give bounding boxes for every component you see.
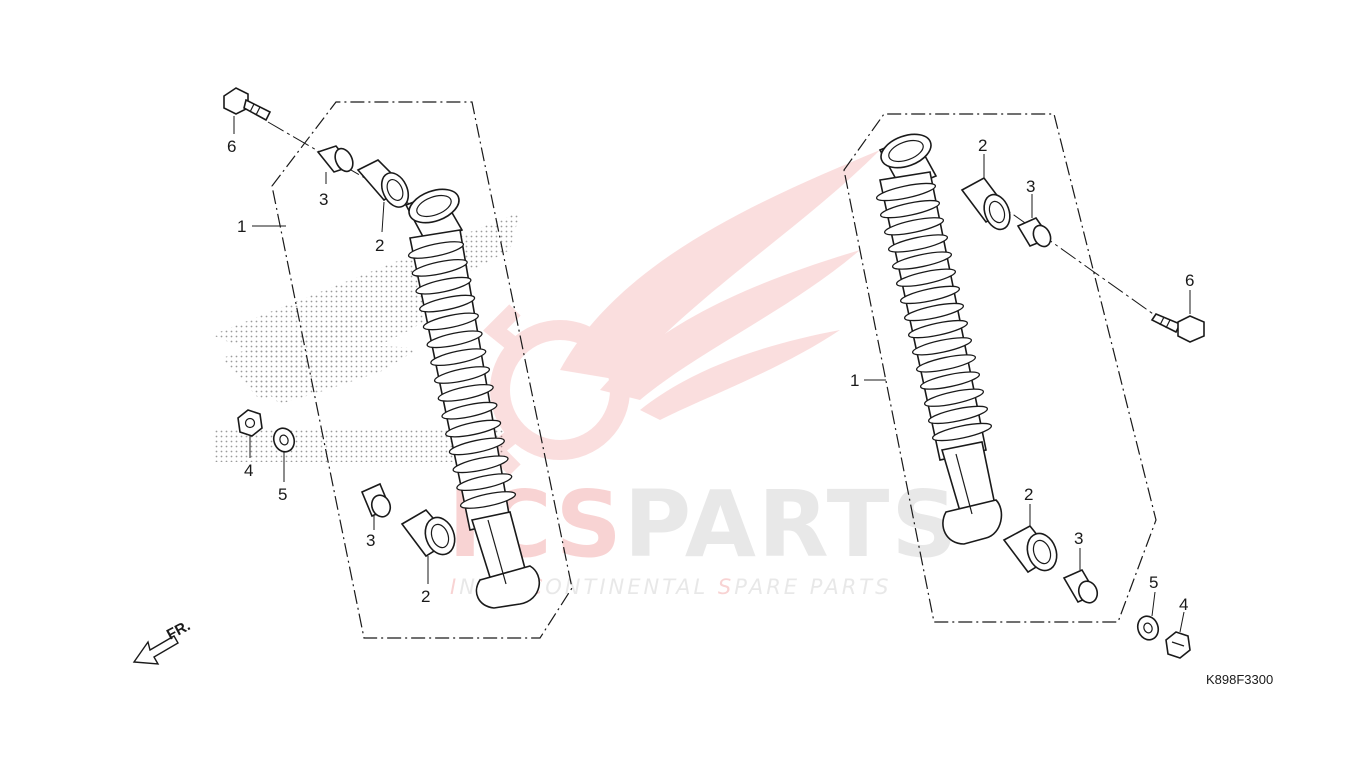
spring-coil (911, 337, 973, 356)
spring-coil (891, 251, 953, 270)
watermark-brand-suffix: PARTS (624, 471, 960, 578)
spring-coil (927, 405, 989, 425)
spring-coil (426, 330, 483, 349)
spring-coil (452, 455, 509, 474)
spring-coil (899, 285, 961, 305)
spring-coil (919, 371, 981, 390)
spring-coil (411, 258, 468, 277)
right-upper-axis (989, 197, 1171, 327)
left-assembly: 6 3 2 1 4 5 3 2 (223, 87, 573, 639)
right-callout-upper-bushing: 2 (978, 136, 987, 155)
right-callout-upper-collar: 3 (1026, 177, 1035, 196)
left-shock-absorber (404, 188, 541, 609)
spring-coil (887, 234, 949, 253)
spring-coil (915, 354, 977, 373)
right-callout-washer: 5 (1149, 573, 1158, 592)
right-callout-bolt: 6 (1185, 271, 1194, 290)
spring-coil (883, 217, 945, 236)
right-assembly: 2 3 6 1 2 3 5 4 (843, 113, 1205, 659)
left-callout-upper-bushing: 2 (375, 236, 384, 255)
left-upper-collar (316, 145, 354, 173)
watermark-tagline-4: ONTINENTAL (545, 575, 718, 599)
left-lower-bushing (400, 508, 456, 558)
left-lower-collar (360, 482, 392, 518)
spring-coil (445, 419, 502, 438)
spring-coil (407, 241, 465, 259)
right-lower-bushing (1002, 524, 1058, 574)
right-callout-lower-bushing: 2 (1024, 485, 1033, 504)
spring-coil (437, 383, 494, 402)
right-nut (1165, 631, 1191, 659)
watermark-tagline-5: S (718, 575, 734, 599)
spring-coil (903, 302, 965, 322)
left-callout-washer: 5 (278, 485, 287, 504)
watermark-tagline-6: PARE PARTS (734, 575, 891, 599)
spring-coil (907, 319, 969, 339)
spring-coil (923, 388, 985, 407)
spring-coil (422, 312, 479, 331)
left-callout-lower-bushing: 2 (421, 587, 430, 606)
spring-coil (430, 348, 487, 367)
right-shock-absorber (875, 133, 1003, 545)
spring-coil (931, 422, 993, 442)
right-upper-collar (1016, 217, 1052, 248)
watermark-text: ICSPARTS INTERCONTINENTAL SPARE PARTS (448, 471, 960, 599)
left-callout-shock: 1 (237, 217, 246, 236)
front-direction-indicator: FR. (132, 617, 193, 665)
front-arrow-icon (132, 635, 179, 665)
spring-coil (459, 491, 517, 509)
left-bolt (223, 87, 272, 122)
spring-coil (419, 294, 476, 313)
left-assembly-outline (271, 101, 573, 639)
left-callout-upper-collar: 3 (319, 190, 328, 209)
svg-text:ICSPARTS: ICSPARTS (448, 471, 960, 578)
right-callout-lower-collar: 3 (1074, 529, 1083, 548)
spring-coil (441, 401, 498, 420)
right-callout-shock: 1 (850, 371, 859, 390)
right-lower-collar (1062, 568, 1099, 604)
right-washer (1136, 615, 1160, 641)
spring-coil (415, 276, 472, 295)
watermark-tagline-1: I (450, 575, 459, 599)
spring-coil (433, 366, 491, 384)
right-assembly-outline (843, 113, 1157, 623)
right-upper-bushing (960, 176, 1011, 231)
right-bolt (1150, 313, 1205, 343)
spring-coil (895, 268, 957, 287)
left-upper-bushing (356, 159, 410, 208)
left-callout-bolt: 6 (227, 137, 236, 156)
left-washer (272, 427, 296, 453)
left-callout-nut: 4 (244, 461, 253, 480)
spring-coil (879, 199, 941, 219)
left-nut (237, 409, 263, 437)
drawing-code: K898F3300 (1206, 672, 1273, 687)
right-callout-nut: 4 (1179, 595, 1188, 614)
left-callout-lower-collar: 3 (366, 531, 375, 550)
spring-coil (875, 182, 937, 202)
spring-coil (448, 437, 505, 456)
spring-coil (456, 473, 513, 492)
watermark-logo (483, 150, 880, 476)
